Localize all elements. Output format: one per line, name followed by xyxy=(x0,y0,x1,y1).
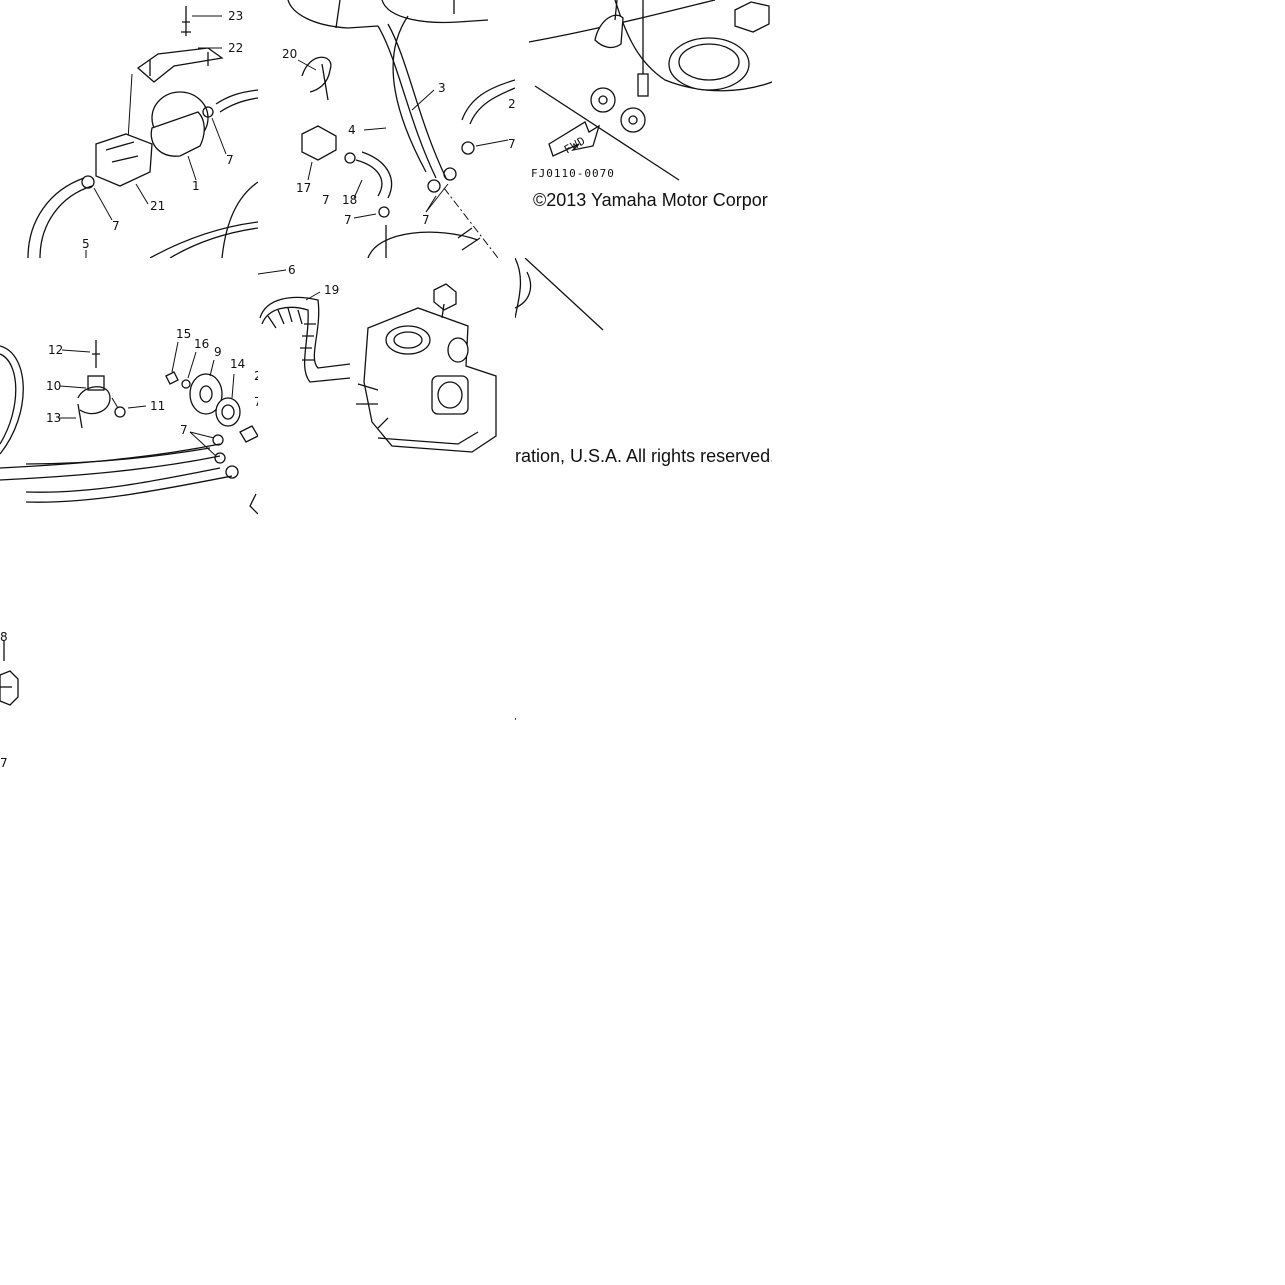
callout-2b: 2 xyxy=(254,369,258,383)
callout-19: 19 xyxy=(324,283,339,297)
callout-3: 3 xyxy=(438,81,446,95)
callout-4: 4 xyxy=(348,123,356,137)
figure-code: FJ0110-0070 xyxy=(531,167,615,180)
callout-20: 20 xyxy=(282,47,297,61)
diagram-tile-tank: FWD FJ0110-0070 ©2013 Yamaha Motor Corpo… xyxy=(515,0,772,258)
callout-12: 12 xyxy=(48,343,63,357)
fwd-arrow-icon xyxy=(548,121,601,157)
callout-9: 9 xyxy=(214,345,222,359)
diagram-tile-tank-edge: ration, U.S.A. All rights reserved. xyxy=(515,258,772,515)
diagram-tile-fitting: 8 7 xyxy=(0,515,258,772)
callout-8: 8 xyxy=(0,630,8,644)
callout-22: 22 xyxy=(228,41,243,55)
diagram-tile-fuel-filter: 23 22 7 1 21 7 5 xyxy=(0,0,258,258)
callout-7a: 7 xyxy=(226,153,234,167)
callout-7e: 7 xyxy=(422,213,430,227)
callout-18: 18 xyxy=(342,193,357,207)
callout-7g: 7 xyxy=(254,395,258,409)
callout-7b: 7 xyxy=(112,219,120,233)
fitting-illustration: 8 7 xyxy=(0,630,19,770)
callout-2a: 2 xyxy=(508,97,515,111)
diagram-tile-blank xyxy=(515,515,772,772)
carburetor-illustration: 6 19 xyxy=(258,263,497,453)
callout-15: 15 xyxy=(176,327,191,341)
callout-7d: 7 xyxy=(344,213,352,227)
copyright-line-start: ©2013 Yamaha Motor Corpor xyxy=(533,190,768,210)
copyright-line-end: ration, U.S.A. All rights reserved. xyxy=(515,446,772,466)
callout-17: 17 xyxy=(296,181,311,195)
clamps-illustration: 12 10 13 11 15 16 9 14 2 7 7 xyxy=(0,327,258,515)
fuel-filter-illustration: 23 22 7 1 21 7 5 xyxy=(27,6,258,258)
callout-5: 5 xyxy=(82,237,90,251)
callout-7f: 7 xyxy=(508,137,515,151)
callout-11: 11 xyxy=(150,399,165,413)
callout-23: 23 xyxy=(228,9,243,23)
callout-7c: 7 xyxy=(322,193,330,207)
callout-6: 6 xyxy=(288,263,296,277)
tank-illustration: FWD FJ0110-0070 xyxy=(528,0,772,181)
callout-1: 1 xyxy=(192,179,200,193)
blank-tile xyxy=(515,718,516,720)
callout-7i: 7 xyxy=(0,756,8,770)
callout-16: 16 xyxy=(194,337,209,351)
callout-7h: 7 xyxy=(180,423,188,437)
diagram-tile-carburetor: 6 19 xyxy=(258,258,515,515)
callout-10: 10 xyxy=(46,379,61,393)
hoses-illustration: 20 3 4 17 7 18 7 7 2 7 xyxy=(282,0,515,258)
diagram-tile-hoses: 20 3 4 17 7 18 7 7 2 7 xyxy=(258,0,515,258)
callout-14: 14 xyxy=(230,357,245,371)
diagram-tile-clamps: 12 10 13 11 15 16 9 14 2 7 7 xyxy=(0,258,258,515)
callout-13: 13 xyxy=(46,411,61,425)
callout-21: 21 xyxy=(150,199,165,213)
tank-edge-illustration xyxy=(515,258,604,331)
